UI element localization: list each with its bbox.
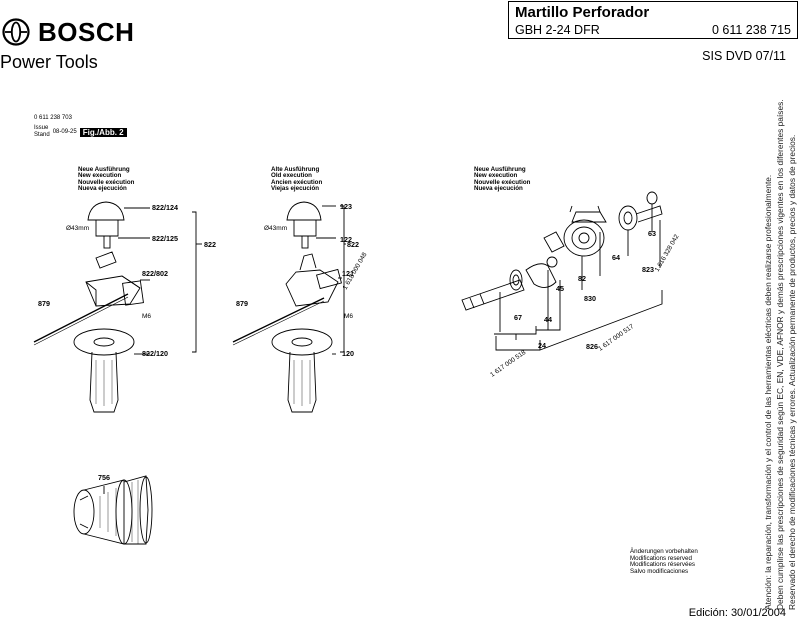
- thread-label: M6: [344, 313, 353, 320]
- legal-line: Reservado el derecho de modificaciones t…: [787, 134, 797, 610]
- side-handle-flange: [271, 328, 333, 356]
- modifications-line: Modifications réservées: [630, 561, 695, 569]
- part-label: 122: [340, 235, 352, 244]
- part-label: 822/120: [142, 349, 168, 358]
- diameter-label: Ø43mm: [264, 225, 287, 232]
- part-label: 756: [98, 473, 110, 482]
- issue-date: 08-09-25: [52, 128, 77, 135]
- assembly-label: 822: [347, 240, 359, 249]
- part-label: 64: [612, 253, 620, 262]
- part-label: 822/124: [152, 203, 178, 212]
- exec-line: Nueva ejecución: [474, 185, 523, 193]
- part-label: 822/125: [152, 234, 178, 243]
- sis-version: SIS DVD 07/11: [702, 49, 786, 63]
- reference-number: 1 616 328 042: [654, 233, 681, 273]
- stand-label: Stand: [34, 132, 50, 138]
- clutch-gear-82: [563, 219, 605, 257]
- exec-line: Ancien exécution: [271, 178, 323, 186]
- exec-line: Alte Ausführung: [271, 166, 320, 173]
- spindle: [461, 279, 525, 311]
- tagline: Power Tools: [0, 52, 98, 72]
- reference-number: 1 617 000 518: [489, 349, 527, 379]
- lever-45: [543, 231, 565, 253]
- exec-line: Nouvelle exécution: [78, 178, 135, 186]
- clamp-clip: [95, 251, 117, 269]
- legal-line: Deben cumplirse las prescripciones de se…: [775, 99, 785, 610]
- modifications-line: Modifications reserved: [630, 554, 692, 562]
- depth-rod: [33, 293, 129, 343]
- part-label: 879: [236, 299, 248, 308]
- keyless-chuck: [73, 475, 153, 545]
- diameter-label: Ø43mm: [66, 225, 89, 232]
- brand-name: BOSCH: [38, 16, 135, 47]
- part-label: 63: [648, 229, 656, 238]
- exec-line: Nueva ejecución: [78, 185, 127, 193]
- exec-line: Neue Ausführung: [474, 166, 526, 173]
- depth-rod: [232, 297, 325, 343]
- exec-line: Nouvelle exécution: [474, 178, 531, 186]
- pinion-64: [618, 205, 638, 231]
- info-number: 0 611 238 703: [34, 115, 72, 121]
- clamp-body: [285, 269, 339, 307]
- thread-label: M6: [142, 313, 151, 320]
- part-label: 823: [642, 265, 654, 274]
- part-label: 45: [556, 284, 564, 293]
- exec-line: New execution: [474, 172, 518, 180]
- gear-assembly: [461, 191, 663, 351]
- part-label: 830: [584, 294, 596, 303]
- part-label: 24: [538, 341, 546, 350]
- side-handle-flange: [73, 328, 135, 356]
- handle-assembly-new: [33, 201, 202, 413]
- figure-badge: Fig./Abb. 2: [79, 127, 127, 137]
- part-label: 82: [578, 274, 586, 283]
- info-block: 0 611 238 703 Issue Stand 08-09-25 Fig./…: [34, 115, 127, 139]
- reference-number: 1 617 000 517: [597, 323, 635, 353]
- bearing-63: [646, 191, 658, 205]
- modifications-notice: Änderungen vorbehalten Modifications res…: [630, 548, 698, 575]
- exec-line: Neue Ausführung: [78, 166, 130, 173]
- modifications-line: Salvo modificaciones: [630, 567, 689, 575]
- assembly-label: 822: [204, 240, 216, 249]
- document-title: Martillo Perforador: [515, 4, 650, 21]
- edition-date: Edición: 30/01/2004: [688, 607, 786, 619]
- legal-notice: Atención: la reparación, transformación …: [762, 90, 798, 610]
- part-label: 879: [38, 299, 50, 308]
- execution-header-new: Neue Ausführung New execution Nouvelle e…: [78, 166, 135, 193]
- part-label: 121: [342, 269, 354, 278]
- clamp-body: [85, 275, 141, 307]
- part-label: 67: [514, 313, 522, 322]
- model-name: GBH 2-24 DFR: [515, 23, 600, 37]
- part-number: 0 611 238 715: [711, 23, 791, 37]
- crank-shaft: [525, 263, 557, 288]
- legal-line: Atención: la reparación, transformación …: [763, 174, 773, 610]
- execution-header-old: Alte Ausführung Old execution Ancien exé…: [271, 166, 323, 193]
- part-label: 822/802: [142, 269, 168, 278]
- bosch-armature-icon: [2, 18, 30, 46]
- part-label: 120: [342, 349, 354, 358]
- depth-stop-cap: [286, 201, 322, 221]
- handle-assembly-old: [232, 201, 346, 413]
- exec-line: Old execution: [271, 172, 312, 180]
- part-label: 44: [544, 315, 552, 324]
- part-label: 826: [586, 342, 598, 351]
- side-handle-grip: [287, 351, 317, 413]
- depth-stop-cap: [87, 201, 125, 221]
- exec-line: Viejas ejecución: [271, 185, 320, 193]
- title-box: Martillo Perforador GBH 2-24 DFR 0 611 2…: [508, 1, 798, 39]
- bosch-logo: BOSCH: [2, 14, 134, 50]
- exec-line: New execution: [78, 172, 122, 180]
- execution-header-gear: Neue Ausführung New execution Nouvelle e…: [474, 166, 531, 193]
- part-label: 123: [340, 202, 352, 211]
- issue-label: Issue: [34, 125, 49, 131]
- modifications-line: Änderungen vorbehalten: [630, 548, 698, 555]
- side-handle-grip: [89, 351, 119, 413]
- gear-67: [509, 269, 523, 291]
